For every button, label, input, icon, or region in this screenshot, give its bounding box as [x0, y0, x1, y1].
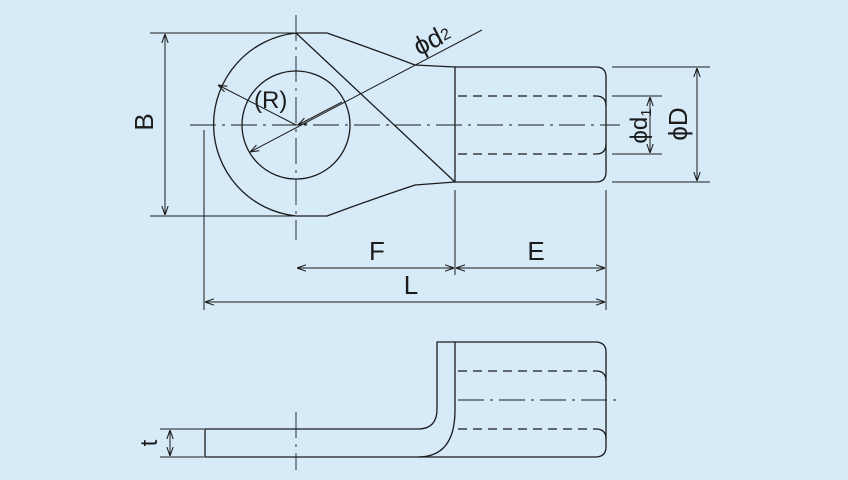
dimension-e-label: E: [527, 236, 544, 266]
dimension-l-label: L: [404, 270, 418, 300]
side-view-bend-inner: [417, 341, 456, 458]
top-view: [190, 15, 620, 240]
inner-bore-top-end: [595, 95, 607, 107]
ring-outline: [212, 32, 456, 217]
dimension-d1-label: ϕd1: [626, 108, 655, 143]
dimension-d: ϕD: [612, 66, 710, 183]
dimension-f-label: F: [369, 236, 385, 266]
barrel-outline: [454, 66, 607, 183]
dimension-r: (R): [218, 85, 297, 126]
dimension-d-label: ϕD: [663, 107, 693, 140]
dimension-t: t: [136, 428, 204, 458]
side-view: [204, 341, 620, 470]
dimension-t-label: t: [136, 439, 163, 446]
dimension-r-label: (R): [254, 87, 287, 114]
dimension-b-label: B: [129, 113, 159, 130]
dimension-e: E: [456, 190, 607, 310]
dimension-f: F: [297, 190, 456, 275]
dimension-b: B: [129, 32, 296, 217]
side-view-outline: [204, 341, 607, 458]
dimension-l: L: [203, 130, 605, 310]
inner-bore-bottom-end: [595, 143, 607, 155]
dimension-d1: ϕd1: [612, 95, 662, 155]
